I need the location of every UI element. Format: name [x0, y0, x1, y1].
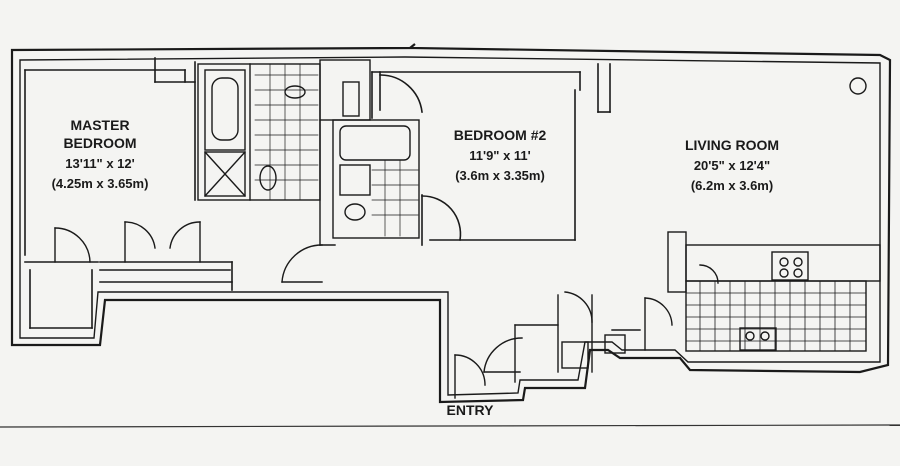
bathroom-1: [197, 63, 321, 201]
living-room-label: LIVING ROOM 20'5" x 12'4" (6.2m x 3.6m): [685, 137, 779, 193]
living-size-imperial: 20'5" x 12'4": [694, 158, 770, 173]
living-name: LIVING ROOM: [685, 137, 779, 153]
master-name-line2: BEDROOM: [63, 135, 136, 151]
bedroom2-size-imperial: 11'9" x 11': [469, 148, 531, 163]
bedroom2-size-metric: (3.6m x 3.35m): [455, 168, 545, 183]
hall-door: [281, 244, 323, 283]
bedroom-2-walls: [371, 63, 611, 246]
entry-closets: [454, 291, 673, 399]
master-name-line1: MASTER: [70, 117, 129, 133]
master-closet-doors: [54, 221, 201, 263]
entry-label: ENTRY: [447, 402, 495, 418]
bedroom2-name: BEDROOM #2: [454, 127, 547, 143]
master-size-imperial: 13'11" x 12': [65, 156, 134, 171]
master-bedroom-walls: [24, 57, 233, 329]
living-size-metric: (6.2m x 3.6m): [691, 178, 773, 193]
master-bedroom-label: MASTER BEDROOM 13'11" x 12' (4.25m x 3.6…: [52, 117, 149, 191]
outer-walls: [10, 43, 892, 404]
kitchen: [667, 77, 881, 352]
bedroom-2-label: BEDROOM #2 11'9" x 11' (3.6m x 3.35m): [454, 127, 547, 183]
master-size-metric: (4.25m x 3.65m): [52, 176, 149, 191]
page-rule: [0, 424, 900, 428]
bathroom-2: [319, 59, 420, 246]
